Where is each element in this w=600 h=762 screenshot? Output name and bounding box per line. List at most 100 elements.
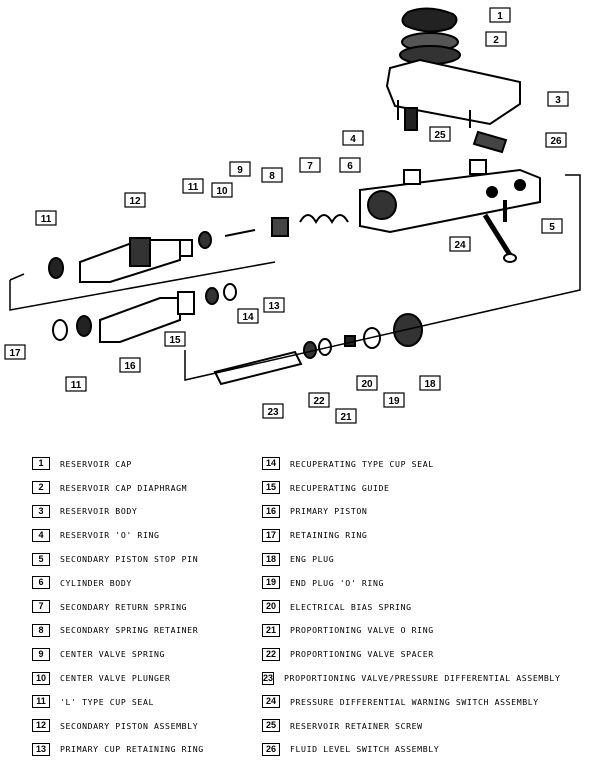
legend-text: RESERVOIR RETAINER SCREW <box>290 720 423 731</box>
callout-20: 20 <box>356 375 378 391</box>
legend-text: RESERVOIR CAP DIAPHRAGM <box>60 482 188 493</box>
legend-item: 21 PROPORTIONING VALVE O RING <box>262 619 542 643</box>
callout-number: 20 <box>361 379 373 390</box>
reservoir-cap-part <box>401 7 458 33</box>
legend-number: 19 <box>262 576 280 590</box>
legend-text: PRIMARY PISTON <box>290 506 368 517</box>
callout-number: 21 <box>340 412 352 423</box>
legend-item: 12 SECONDARY PISTON ASSEMBLY <box>32 714 312 738</box>
legend-text: END PLUG 'O' RING <box>290 577 384 588</box>
callout-11: 11 <box>65 376 87 392</box>
callout-11: 11 <box>182 178 204 194</box>
callout-7: 7 <box>299 157 321 173</box>
reservoir-body-part <box>385 58 521 131</box>
callout-number: 11 <box>188 182 199 193</box>
legend-text: RECUPERATING TYPE CUP SEAL <box>290 458 434 469</box>
callout-number: 25 <box>434 130 446 141</box>
legend-text: ELECTRICAL BIAS SPRING <box>290 601 412 612</box>
callout-number: 19 <box>388 396 400 407</box>
warning-switch-part <box>482 213 517 263</box>
callout-number: 9 <box>237 165 243 176</box>
reservoir-diaphragm-part <box>399 32 461 65</box>
legend-number: 17 <box>262 528 280 542</box>
legend-text: 'L' TYPE CUP SEAL <box>60 696 154 707</box>
callout-number: 23 <box>267 407 279 418</box>
callout-16: 16 <box>119 357 141 373</box>
callout-number: 26 <box>550 136 562 147</box>
legend-text: RECUPERATING GUIDE <box>290 482 390 493</box>
callout-24: 24 <box>449 236 471 252</box>
legend-number: 10 <box>32 671 50 685</box>
callout-number: 1 <box>497 11 503 22</box>
callout-4: 4 <box>342 130 364 146</box>
legend-number: 5 <box>32 552 50 566</box>
legend-number: 23 <box>262 671 275 685</box>
secondary-piston-part <box>48 214 349 283</box>
callout-5: 5 <box>541 218 563 234</box>
legend-item: 19 END PLUG 'O' RING <box>262 571 542 595</box>
callout-14: 14 <box>237 308 259 324</box>
callout-number: 8 <box>269 171 275 182</box>
legend-text: RESERVOIR CAP <box>60 458 132 469</box>
legend-text: PRIMARY CUP RETAINING RING <box>60 744 204 755</box>
assembly-path-lines <box>9 174 581 381</box>
legend-text: CENTER VALVE SPRING <box>60 649 166 660</box>
callout-13: 13 <box>263 297 285 313</box>
exploded-view-diagram: 1 23 4 25 26 5 6 7 8 9 10 11 12 11 24 13 14 15 17 11 16 18 19 2… <box>4 7 581 424</box>
legend-text: SECONDARY PISTON STOP PIN <box>60 554 199 565</box>
callout-number: 5 <box>549 222 555 233</box>
proportioning-valve-part <box>213 313 423 386</box>
callout-number: 17 <box>9 348 21 359</box>
legend-item: 24 PRESSURE DIFFERENTIAL WARNING SWITCH A… <box>262 690 542 714</box>
legend-number: 7 <box>32 600 50 614</box>
legend-text: PROPORTIONING VALVE/PRESSURE DIFFERENTIA… <box>284 673 561 684</box>
legend-text: SECONDARY SPRING RETAINER <box>60 625 199 636</box>
legend-text: PRESSURE DIFFERENTIAL WARNING SWITCH ASS… <box>290 696 539 707</box>
callout-11: 11 <box>35 210 57 226</box>
cylinder-body-part <box>359 159 541 234</box>
legend-number: 20 <box>262 600 280 614</box>
callout-12: 12 <box>124 192 146 208</box>
legend-text: RETAINING RING <box>290 530 368 541</box>
callout-number: 11 <box>71 380 82 391</box>
legend-item: 11'L' TYPE CUP SEAL <box>32 690 312 714</box>
legend-number: 21 <box>262 623 280 637</box>
legend-text: CENTER VALVE PLUNGER <box>60 673 171 684</box>
callout-18: 18 <box>419 375 441 391</box>
callout-15: 15 <box>164 331 186 347</box>
legend-number: 24 <box>262 695 280 709</box>
legend-number: 8 <box>32 623 50 637</box>
legend-text: RESERVOIR BODY <box>60 506 138 517</box>
callout-number: 14 <box>242 312 254 323</box>
fluid-level-switch-part <box>472 130 508 154</box>
legend-number: 26 <box>262 742 280 756</box>
callout-number: 3 <box>555 95 561 106</box>
callout-8: 8 <box>261 167 283 183</box>
legend-item: 20 ELECTRICAL BIAS SPRING <box>262 595 542 619</box>
callout-number: 11 <box>41 214 52 225</box>
legend-number: 12 <box>32 719 50 733</box>
legend-number: 4 <box>32 528 50 542</box>
callout-3: 3 <box>547 91 569 107</box>
callout-number: 7 <box>307 161 313 172</box>
legend-text: RESERVOIR 'O' RING <box>60 530 160 541</box>
callout-number: 18 <box>424 379 436 390</box>
primary-piston-part <box>52 283 237 343</box>
legend-text: SECONDARY PISTON ASSEMBLY <box>60 720 199 731</box>
callout-number: 6 <box>347 161 353 172</box>
callout-21: 21 <box>335 408 357 424</box>
callout-number: 24 <box>454 240 466 251</box>
legend-text: PROPORTIONING VALVE O RING <box>290 625 434 636</box>
legend-text: FLUID LEVEL SWITCH ASSEMBLY <box>290 744 440 755</box>
callout-10: 10 <box>211 182 233 198</box>
callout-number: 4 <box>350 134 356 145</box>
